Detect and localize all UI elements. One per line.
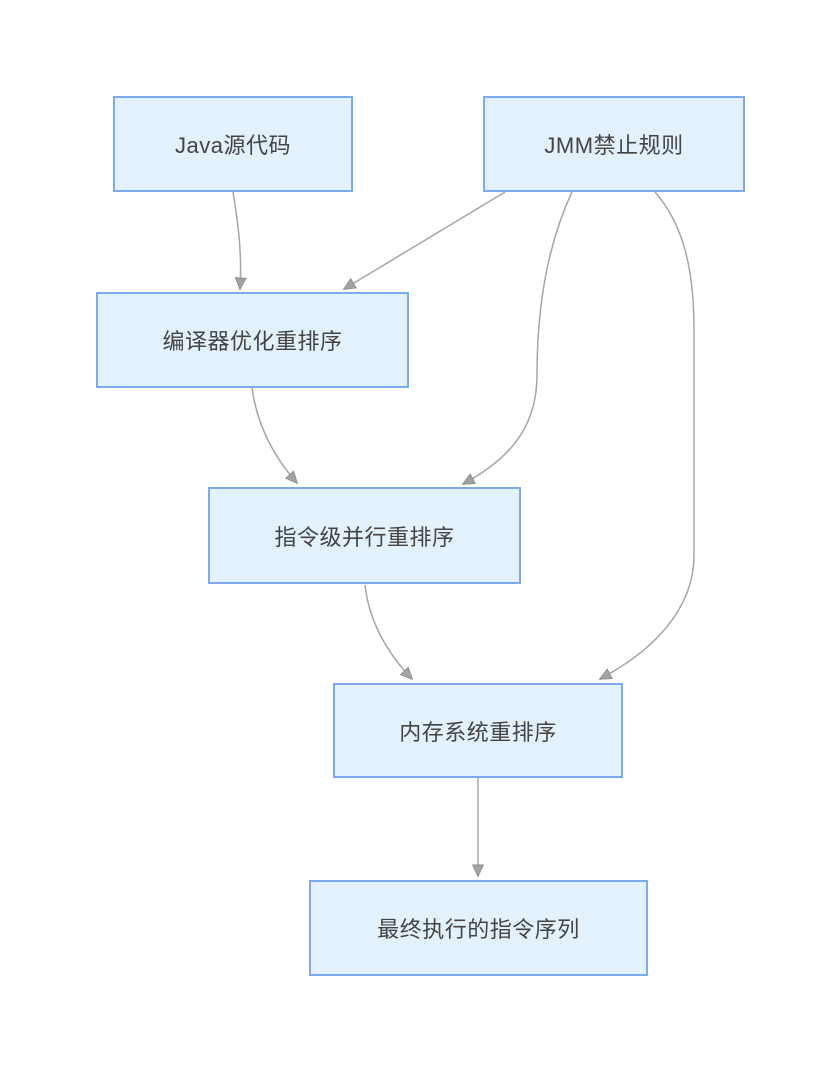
node-compiler-reorder-label: 编译器优化重排序 <box>162 329 343 354</box>
edge-jmm-rules-to-ilp-reorder <box>463 191 573 484</box>
edge-jmm-rules-to-compiler-reorder <box>344 191 506 289</box>
edge-java-source-to-compiler-reorder <box>232 191 241 289</box>
node-memory-reorder-label: 内存系统重排序 <box>399 719 557 745</box>
node-java-source: Java源代码 <box>113 96 353 192</box>
edge-ilp-reorder-to-memory-reorder <box>364 584 412 679</box>
edge-jmm-rules-to-memory-reorder <box>600 191 695 679</box>
edge-compiler-reorder-to-ilp-reorder <box>251 387 297 483</box>
node-jmm-rules-label: JMM禁止规则 <box>544 133 684 158</box>
node-ilp-reorder: 指令级并行重排序 <box>208 487 521 584</box>
node-java-source-label: Java源代码 <box>175 133 291 158</box>
node-final-sequence-label: 最终执行的指令序列 <box>377 917 580 942</box>
node-jmm-rules: JMM禁止规则 <box>483 96 745 192</box>
node-final-sequence: 最终执行的指令序列 <box>309 880 648 976</box>
node-memory-reorder: 内存系统重排序 <box>333 683 623 778</box>
node-compiler-reorder: 编译器优化重排序 <box>96 292 409 388</box>
node-ilp-reorder-label: 指令级并行重排序 <box>274 524 455 550</box>
